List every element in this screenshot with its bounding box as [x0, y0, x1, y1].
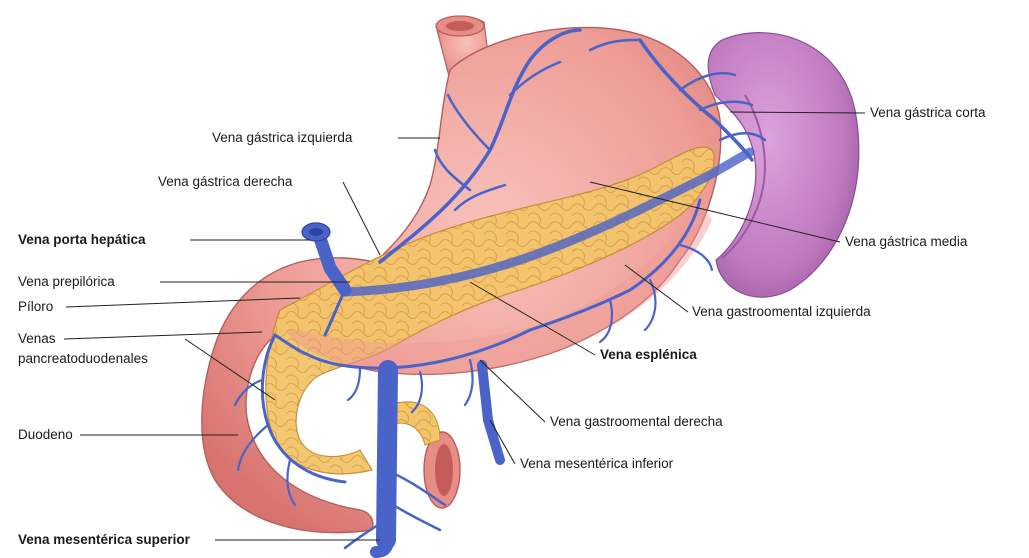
label-vena-mesenterica-inferior: Vena mesentérica inferior — [520, 456, 673, 472]
label-duodeno: Duodeno — [18, 427, 73, 443]
label-vena-gastroomental-derecha: Vena gastroomental derecha — [550, 414, 723, 430]
label-piloro: Píloro — [18, 299, 53, 315]
label-vena-prepilorica: Vena prepilórica — [18, 274, 115, 290]
label-pancreatoduodenales: pancreatoduodenales — [18, 351, 148, 367]
label-vena-porta-hepatica: Vena porta hepática — [18, 232, 146, 248]
label-vena-gastrica-izquierda: Vena gástrica izquierda — [212, 130, 352, 146]
label-vena-mesenterica-superior: Vena mesentérica superior — [18, 532, 190, 548]
label-vena-gastroomental-izquierda: Vena gastroomental izquierda — [692, 304, 871, 320]
label-vena-gastrica-media: Vena gástrica media — [845, 234, 967, 250]
label-vena-gastrica-corta: Vena gástrica corta — [870, 105, 986, 121]
label-venas: Venas — [18, 331, 56, 347]
label-vena-gastrica-derecha: Vena gástrica derecha — [158, 174, 292, 190]
label-vena-esplenica: Vena esplénica — [600, 347, 697, 363]
